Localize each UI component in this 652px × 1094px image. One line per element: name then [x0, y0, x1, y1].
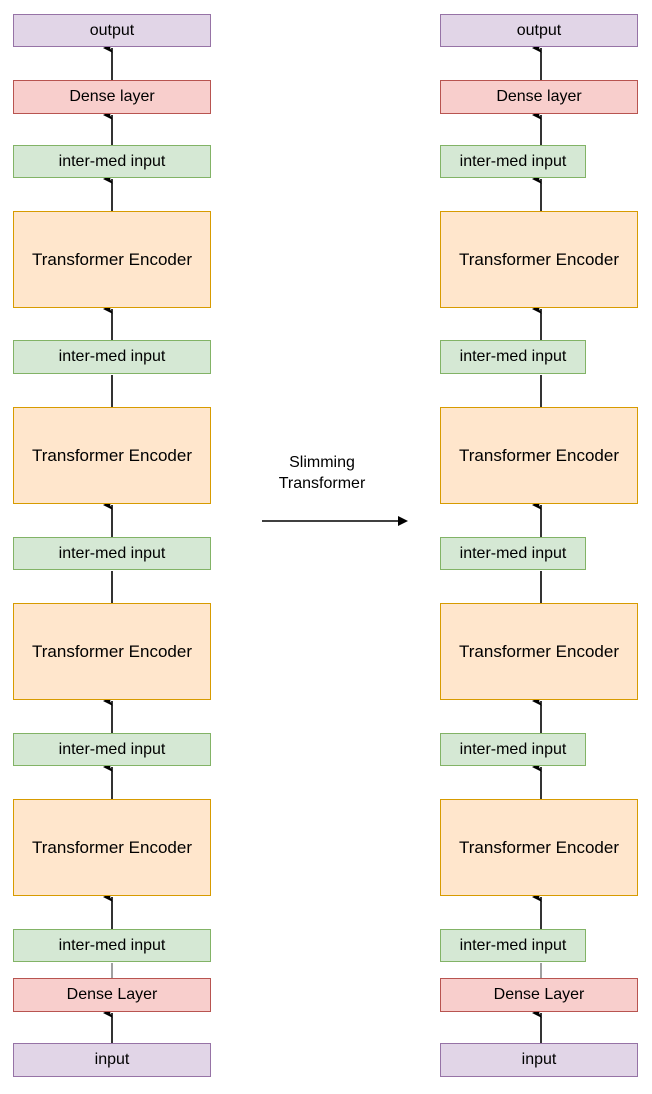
right-encoder-2-node: Transformer Encoder [440, 603, 638, 700]
right-encoder-3-node: Transformer Encoder [440, 407, 638, 504]
right-input-node: input [440, 1043, 638, 1077]
right-inter-med-3-node: inter-med input [440, 537, 586, 570]
left-output-node: output [13, 14, 211, 47]
left-inter-med-2-node: inter-med input [13, 733, 211, 766]
left-encoder-3-node: Transformer Encoder [13, 407, 211, 504]
right-dense-top-node: Dense layer [440, 80, 638, 114]
right-inter-med-2-node: inter-med input [440, 733, 586, 766]
left-inter-med-4-node: inter-med input [13, 340, 211, 374]
slimming-transformer-label-line2: Transformer [278, 475, 366, 492]
left-encoder-1-node: Transformer Encoder [13, 799, 211, 896]
right-inter-med-1-node: inter-med input [440, 929, 586, 962]
left-inter-med-3-node: inter-med input [13, 537, 211, 570]
left-input-node: input [13, 1043, 211, 1077]
right-inter-med-4-node: inter-med input [440, 340, 586, 374]
left-dense-top-node: Dense layer [13, 80, 211, 114]
left-dense-bottom-node: Dense Layer [13, 978, 211, 1012]
right-inter-med-5-node: inter-med input [440, 145, 586, 178]
right-encoder-4-node: Transformer Encoder [440, 211, 638, 308]
right-encoder-1-node: Transformer Encoder [440, 799, 638, 896]
left-encoder-4-node: Transformer Encoder [13, 211, 211, 308]
right-output-node: output [440, 14, 638, 47]
left-inter-med-1-node: inter-med input [13, 929, 211, 962]
left-inter-med-5-node: inter-med input [13, 145, 211, 178]
slimming-transformer-label-line1: Slimming [289, 454, 355, 471]
left-encoder-2-node: Transformer Encoder [13, 603, 211, 700]
slimming-transformer-label: Slimming Transformer [262, 452, 382, 494]
right-dense-bottom-node: Dense Layer [440, 978, 638, 1012]
slimming-transition-arrowhead [398, 516, 408, 526]
